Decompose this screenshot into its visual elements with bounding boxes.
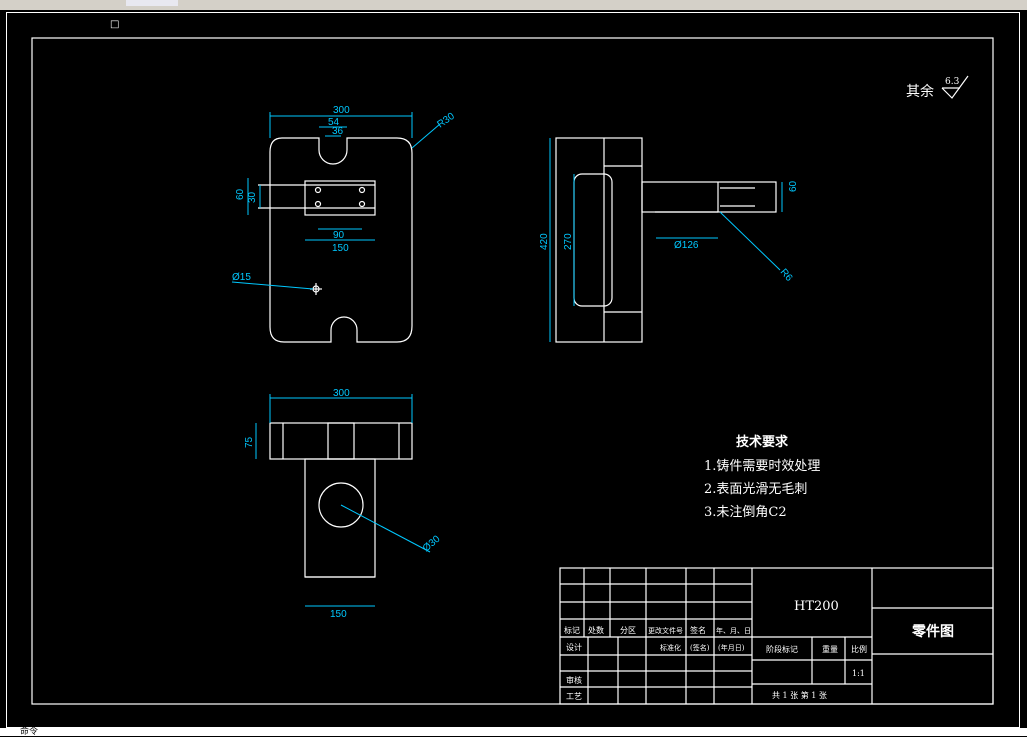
dim-phi126: Ø126 — [674, 240, 699, 251]
lbl-design: 设计 — [566, 642, 582, 652]
hdr-mark: 标记 — [564, 625, 580, 635]
dim-300-top: 300 — [333, 388, 350, 399]
lbl-stage: 阶段标记 — [766, 644, 798, 654]
dim-r30: R30 — [435, 111, 457, 131]
dim-r6: R6 — [778, 267, 795, 284]
dim-phi30: Ø30 — [421, 533, 443, 554]
dim-75: 75 — [244, 436, 255, 448]
toolbar-tab[interactable] — [126, 0, 178, 6]
dim-30: 30 — [247, 191, 258, 203]
dim-60: 60 — [235, 188, 246, 200]
dim-150: 150 — [332, 243, 349, 254]
dim-300: 300 — [333, 105, 350, 116]
tech-item-2: 2.表面光滑无毛刺 — [704, 482, 807, 497]
hdr-zone: 分区 — [620, 626, 636, 635]
lbl-sheets: 共 1 张 第 1 张 — [772, 690, 827, 700]
hdr-change-doc: 更改文件号 — [648, 626, 683, 635]
tech-item-3: 3.未注倒角C2 — [704, 505, 787, 520]
lbl-review: 审核 — [566, 675, 582, 685]
dim-150-top: 150 — [330, 609, 347, 620]
dim-phi15: Ø15 — [232, 272, 251, 283]
dim-420: 420 — [539, 233, 550, 250]
dim-60-side: 60 — [788, 180, 799, 192]
lbl-signature: (签名) — [690, 643, 710, 652]
tech-title: 技术要求 — [736, 434, 789, 450]
front-view: 300 54 36 R30 60 30 90 150 Ø15 — [231, 105, 457, 343]
lbl-scale: 比例 — [851, 644, 867, 654]
dim-90: 90 — [333, 230, 345, 241]
dim-36: 36 — [332, 126, 344, 137]
material-label: HT200 — [794, 599, 839, 614]
title-block: HT200 零件图 标记 处数 分区 更改文件号 签名 年、月、日 设计 标准化… — [559, 567, 994, 705]
lbl-date-fmt: (年月日) — [718, 643, 745, 652]
roughness-value: 6.3 — [945, 77, 960, 87]
hdr-date: 年、月、日 — [716, 626, 751, 635]
toolbar-strip — [0, 0, 1027, 10]
command-text: 命令 — [20, 727, 39, 737]
top-view: 300 75 150 Ø30 — [244, 388, 443, 620]
drawing-name: 零件图 — [911, 623, 954, 640]
dim-54: 54 — [328, 117, 340, 128]
hdr-count: 处数 — [588, 625, 604, 635]
drawing-outer-frame — [6, 12, 1020, 728]
side-view: 420 270 Ø126 60 R6 — [539, 137, 799, 343]
tech-requirements: 技术要求 1.铸件需要时效处理 2.表面光滑无毛刺 3.未注倒角C2 — [704, 434, 820, 520]
command-line[interactable]: 命令 — [0, 727, 1027, 737]
dim-270: 270 — [563, 233, 574, 250]
origin-marker: □ — [110, 19, 119, 30]
tech-item-1: 1.铸件需要时效处理 — [704, 458, 820, 474]
roughness-label: 其余 — [906, 83, 934, 100]
roughness-symbol: 其余 6.3 — [906, 75, 969, 100]
lbl-weight: 重量 — [822, 644, 838, 654]
scale-value: 1:1 — [852, 669, 865, 678]
lbl-process: 工艺 — [566, 692, 582, 701]
lbl-standard: 标准化 — [660, 643, 681, 652]
hdr-sign: 签名 — [690, 625, 706, 635]
drawing-inner-border — [31, 37, 994, 705]
